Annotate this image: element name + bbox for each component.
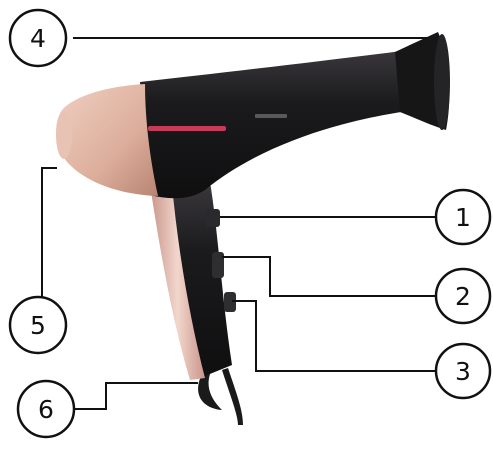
speed-switch[interactable] xyxy=(212,252,224,278)
callout-5: 5 xyxy=(10,297,66,353)
callout-2-label: 2 xyxy=(455,282,471,311)
brand-label xyxy=(255,114,287,118)
callout-6-label: 6 xyxy=(38,395,54,424)
callout-4-label: 4 xyxy=(30,24,46,53)
callout-1: 1 xyxy=(436,190,490,244)
accent-stripe xyxy=(148,126,226,131)
power-cord xyxy=(222,368,243,425)
leader-line-5 xyxy=(42,168,57,298)
switch-button[interactable] xyxy=(206,209,220,227)
callout-3-label: 3 xyxy=(455,357,471,386)
nozzle-outlet xyxy=(434,34,450,130)
leader-line-6 xyxy=(74,383,198,409)
callout-2: 2 xyxy=(436,269,490,323)
leader-line-2 xyxy=(222,257,438,296)
callout-6: 6 xyxy=(18,381,74,437)
callout-1-label: 1 xyxy=(455,203,471,232)
dryer-barrel xyxy=(140,50,415,198)
leader-line-3 xyxy=(232,301,438,371)
callout-5-label: 5 xyxy=(30,311,46,340)
callout-3: 3 xyxy=(436,344,490,398)
callout-4: 4 xyxy=(10,10,66,66)
rear-cap xyxy=(56,111,72,159)
